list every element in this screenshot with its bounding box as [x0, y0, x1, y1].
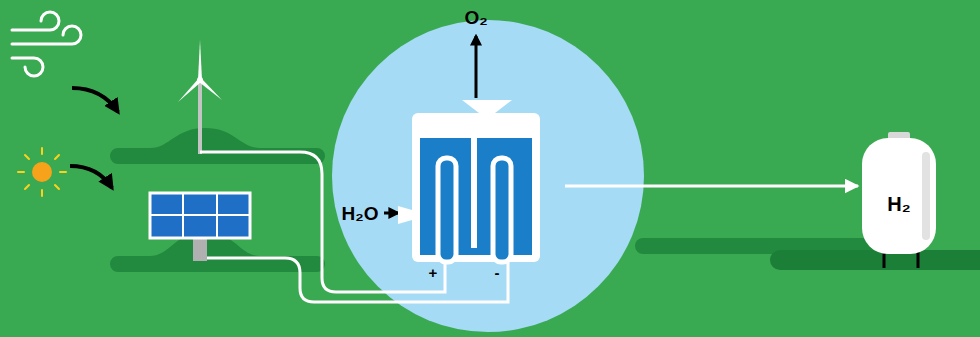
flow-arrow — [565, 185, 858, 188]
energy-arrow — [70, 166, 112, 188]
water-arrow — [384, 212, 398, 215]
wind-icon — [12, 12, 81, 76]
wind-turbine — [178, 40, 222, 154]
energy-arrow — [72, 88, 118, 112]
solar-panel — [150, 193, 250, 261]
input-label: H₂O — [342, 204, 379, 223]
turbine-hill — [110, 128, 325, 164]
vessel-outline — [405, 98, 565, 288]
hydrogen-tank: H₂ — [862, 138, 936, 254]
power-wire — [207, 258, 508, 302]
tank-label: H₂ — [887, 194, 910, 214]
output-label: O₂ — [464, 8, 487, 27]
electrolyser: +- — [405, 98, 565, 288]
terminal-sign: - — [495, 265, 500, 280]
terminal-sign: + — [429, 265, 438, 280]
sun-icon — [18, 148, 66, 196]
electrolyser-circle — [332, 20, 644, 332]
power-wire — [200, 152, 445, 292]
tank-ground — [770, 250, 980, 270]
oxygen-arrow — [475, 36, 478, 98]
